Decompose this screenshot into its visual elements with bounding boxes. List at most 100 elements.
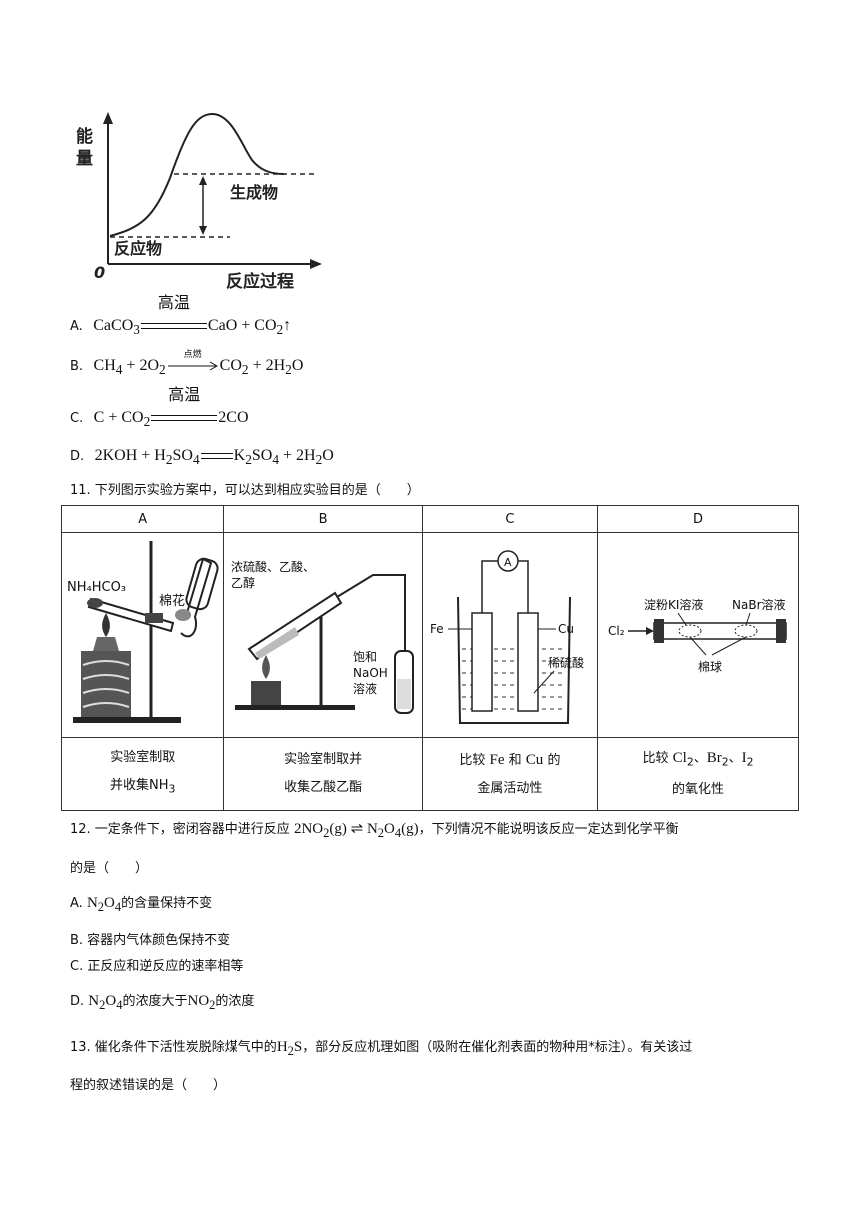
eq-sub: 2: [315, 452, 323, 468]
eq-part: + 2O: [122, 357, 159, 374]
s: 2: [97, 900, 105, 914]
y-axis-label-1: 能: [76, 126, 93, 147]
condition-text: 高温: [168, 387, 201, 404]
cotton-plug: [174, 609, 191, 621]
question-13-stem-cont: 程的叙述错误的是（ ）: [70, 1078, 227, 1093]
desc-a-line2: 并收集NH3: [62, 772, 223, 804]
energy-curve: [109, 112, 285, 237]
solution-label-1: 饱和: [353, 649, 377, 664]
desc-a: 实验室制取 并收集NH3: [60, 737, 225, 811]
eq-part: CH: [93, 357, 116, 374]
option-formula: N2O4: [88, 993, 122, 1012]
figure-b-cell[interactable]: 浓硫酸、乙酸、 乙醇 饱和 NaOH 溶液: [223, 532, 423, 738]
desc-sub: 3: [168, 782, 176, 796]
figure-c: A Fe Cu 稀硫酸: [430, 550, 584, 724]
equals-sign: [140, 323, 207, 330]
desc-d: 比较 Cl2、Br2、I2 的氧化性: [597, 737, 799, 811]
q12-option-d[interactable]: D. N2O4的浓度大于NO2的浓度: [70, 991, 254, 1015]
eq-part: O: [322, 447, 334, 464]
cotton-ball-nabr: [734, 624, 758, 638]
eq-part: O: [384, 821, 395, 837]
condition: 点燃: [166, 349, 220, 376]
reactants-label: 反应物: [114, 239, 162, 258]
figure-a-cell[interactable]: NH₄HCO₃ 棉花: [60, 532, 225, 738]
eq-part: 2CO: [218, 409, 249, 426]
eq-sub: 4: [115, 362, 123, 378]
gas-arrow: ↑: [283, 317, 292, 334]
eq-part: (g): [401, 821, 419, 837]
option-c-label: C.: [70, 411, 84, 426]
lamp: [251, 681, 282, 705]
desc-text: Cu: [525, 751, 544, 768]
stem-text: ，部分反应机理如图（吸附在催化剂表面的物种用*标注）。有关该过: [302, 1040, 693, 1055]
equilibrium-arrow: ⇌: [350, 821, 364, 837]
eq-part: (g): [329, 821, 347, 837]
figure-c-cell[interactable]: A Fe Cu 稀硫酸: [421, 532, 599, 738]
nh4hco3-label: NH₄HCO₃: [67, 580, 126, 595]
option-label: D.: [70, 994, 85, 1009]
q12-option-a[interactable]: A. N2O4的含量保持不变: [70, 893, 212, 917]
stem-text: 12. 一定条件下，密闭容器中进行反应: [70, 822, 294, 837]
eq-sub: 3: [133, 322, 140, 338]
desc-c-line1: 比较 Fe 和 Cu 的: [423, 746, 597, 775]
condition: 高温: [150, 387, 218, 428]
option-text: 的浓度: [215, 994, 255, 1009]
h2s-formula: H2S: [277, 1039, 302, 1058]
f: N: [86, 895, 98, 911]
figure-d: 淀粉KI溶液 NaBr溶液 Cl₂ 棉球: [608, 597, 787, 674]
option-formula: N2O4: [86, 895, 121, 914]
x-axis-arrow: [310, 259, 322, 269]
cotton-label: 棉球: [698, 660, 722, 674]
option-label: A.: [70, 896, 83, 911]
eq-sub: 2: [159, 362, 166, 378]
reagent-label-1: 浓硫酸、乙酸、: [231, 559, 315, 574]
desc-text: 、: [693, 750, 707, 766]
eq-sub: 2: [323, 826, 330, 840]
f: N: [88, 993, 100, 1009]
f: O: [105, 993, 117, 1009]
desc-text: Fe: [489, 751, 505, 768]
s: 2: [287, 1044, 294, 1058]
solution-label-2: NaOH: [353, 666, 388, 680]
eq-sub: 2: [241, 362, 249, 378]
eq-part: K: [233, 447, 246, 464]
desc-text: I: [741, 749, 747, 766]
desc-sub: 2: [721, 755, 729, 769]
y-axis-arrow: [103, 112, 113, 124]
f: NO: [187, 993, 210, 1009]
desc-text: 的: [543, 752, 561, 768]
beaker: [456, 596, 571, 724]
figure-b: 浓硫酸、乙酸、 乙醇 饱和 NaOH 溶液: [231, 559, 415, 714]
q12-option-b[interactable]: B. 容器内气体颜色保持不变: [70, 933, 231, 948]
stopper-left: [654, 619, 664, 643]
figure-d-cell[interactable]: 淀粉KI溶液 NaBr溶液 Cl₂ 棉球: [597, 532, 799, 738]
eq-part: SO: [172, 447, 193, 464]
y-axis-label-2: 量: [76, 148, 93, 169]
stopper-right: [776, 619, 786, 643]
flame: [101, 613, 110, 637]
header-c: C: [421, 505, 599, 533]
fe-label: Fe: [430, 622, 444, 636]
eq-sub: 2: [377, 826, 385, 840]
eq-sub: 2: [276, 322, 284, 338]
eq-part: CO: [219, 357, 242, 374]
desc-c: 比较 Fe 和 Cu 的 金属活动性: [421, 737, 599, 811]
stand-base: [72, 717, 181, 723]
glass-tube: [653, 622, 787, 640]
option-text: 的含量保持不变: [121, 896, 213, 911]
q12-equation: 2NO2(g) ⇌ N2O4(g): [293, 821, 419, 840]
equals-sign: [151, 415, 218, 422]
cl2-label: Cl₂: [608, 624, 625, 638]
eq-part: 2NO: [293, 821, 324, 837]
q12-option-c[interactable]: C. 正反应和逆反应的速率相等: [70, 959, 244, 974]
header-a: A: [60, 505, 225, 533]
desc-b-line1: 实验室制取并: [284, 752, 363, 767]
desc-c-line2: 金属活动性: [477, 780, 543, 796]
arrowhead-up: [199, 176, 207, 185]
